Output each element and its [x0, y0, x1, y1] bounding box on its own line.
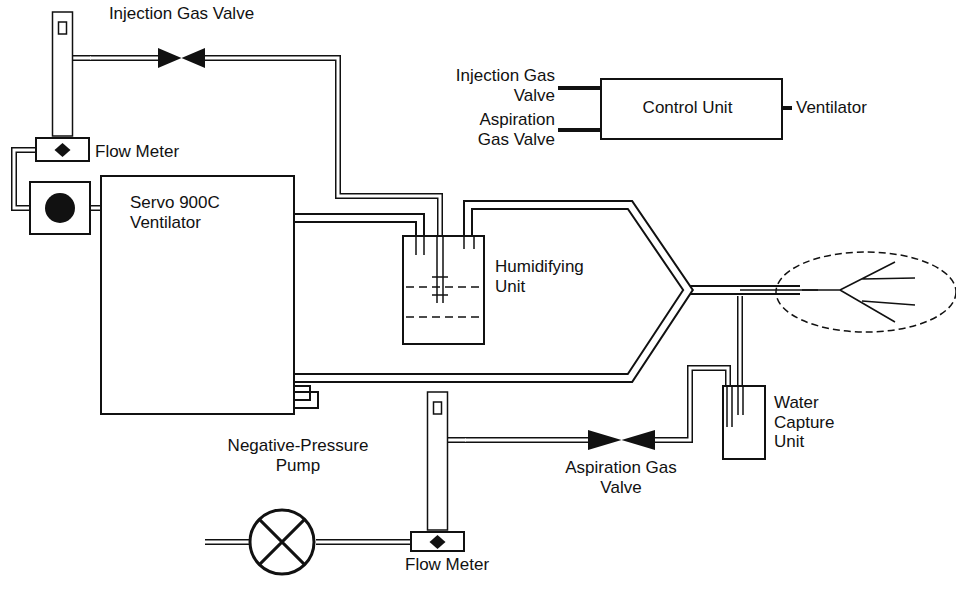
dip-tube [432, 235, 448, 303]
signal-line [558, 128, 600, 132]
humidifier-outline [403, 236, 484, 344]
ventilator-box: Servo 900C Ventilator [100, 175, 295, 415]
node-label: Negative-Pressure Pump [218, 436, 378, 475]
node-label: Aspiration Gas Valve [561, 458, 681, 497]
node-label: Humidifying Unit [495, 257, 605, 296]
breathing-tube [295, 205, 688, 378]
meter-float [59, 22, 67, 34]
gas-source-box [30, 182, 90, 234]
water-level [406, 316, 481, 318]
water-trap: Water Capture Unit [722, 385, 766, 460]
trap-tube [727, 385, 743, 427]
tube-wall [655, 368, 728, 440]
tube-bore [295, 218, 420, 235]
meter-tube [53, 12, 73, 136]
pipe-stub [73, 55, 91, 61]
signal-line [558, 86, 600, 90]
meter-symbol [55, 143, 71, 157]
aspiration-catheter [739, 296, 742, 394]
meter-tube [428, 392, 448, 530]
pipe-stub [72, 57, 92, 60]
tube-wall [295, 218, 420, 235]
control-box: Control Unit [600, 78, 783, 140]
pump-symbol [259, 519, 304, 564]
gas-valve: Aspiration Gas Valve [588, 430, 655, 450]
box-outline [101, 176, 294, 414]
tube-bore [655, 368, 728, 440]
flow-meter: Flow Meter [410, 392, 465, 552]
flow-meter-outline [410, 392, 465, 552]
gas-line [316, 542, 410, 543]
lung-outline [776, 252, 956, 332]
humidifier-outline [402, 235, 485, 345]
meter-body [36, 138, 89, 161]
port-tube [416, 235, 474, 255]
vacuum-pump-outline [248, 508, 316, 576]
tube-wall [90, 55, 158, 61]
aspiration-catheter [740, 289, 818, 291]
gas-line [465, 440, 588, 441]
gas-source-symbol [45, 193, 75, 223]
node-label: Injection Gas Valve [98, 4, 265, 24]
meter-body [411, 532, 464, 551]
gas-valve-outline [588, 430, 655, 450]
meter-float [434, 402, 442, 414]
node-label: Control Unit [600, 98, 775, 118]
flow-meter: Flow Meter [35, 12, 90, 162]
signal-label: Injection Gas Valve [445, 66, 555, 105]
pump-symbol [250, 510, 314, 574]
node-label: Servo 900C Ventilator [130, 193, 270, 232]
signal-label: Ventilator [796, 98, 916, 118]
tube-wall [316, 539, 410, 545]
trap-outline [723, 386, 765, 459]
pump-outlet [205, 539, 249, 545]
tube-wall [465, 437, 588, 443]
gas-line [90, 58, 158, 59]
vacuum-pump: Negative-Pressure Pump [248, 508, 316, 576]
node-label: Flow Meter [95, 142, 195, 162]
node-label: Flow Meter [405, 555, 515, 575]
humidifier: Humidifying Unit [402, 235, 485, 345]
box-outline [601, 79, 782, 139]
water-trap-outline [722, 385, 766, 460]
pipe-stub [447, 439, 467, 442]
meter-symbol [430, 535, 446, 549]
gas-valve-outline [158, 48, 205, 68]
pipe-stub [448, 437, 466, 443]
flow-meter-outline [35, 12, 90, 162]
bronchi [802, 262, 915, 322]
gas-valve: Injection Gas Valve [158, 48, 205, 68]
breathing-tube [295, 218, 420, 235]
tube-bore [295, 205, 688, 378]
gas-line [655, 368, 728, 440]
valve-symbol [588, 430, 655, 450]
tube-bore [316, 541, 410, 544]
signal-label: Aspiration Gas Valve [445, 110, 555, 149]
tube-bore [90, 57, 158, 60]
pump-outlet [205, 541, 250, 544]
valve-symbol [158, 48, 205, 68]
tube-wall [295, 205, 688, 378]
tube-bore [465, 439, 588, 442]
node-label: Water Capture Unit [774, 393, 854, 452]
